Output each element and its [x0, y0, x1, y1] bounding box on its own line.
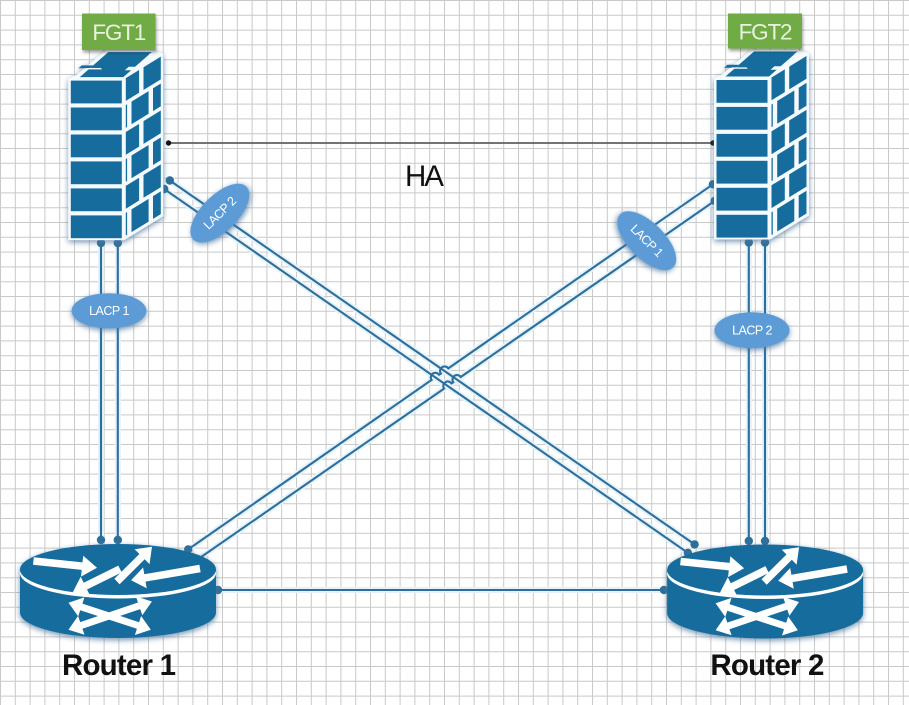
svg-text:HA: HA	[405, 160, 444, 193]
svg-text:LACP 1: LACP 1	[89, 304, 129, 318]
svg-text:Router 1: Router 1	[62, 649, 176, 682]
svg-text:LACP 2: LACP 2	[732, 324, 772, 338]
svg-text:FGT1: FGT1	[92, 20, 145, 45]
svg-text:Router 2: Router 2	[710, 649, 824, 682]
svg-text:FGT2: FGT2	[739, 20, 792, 45]
